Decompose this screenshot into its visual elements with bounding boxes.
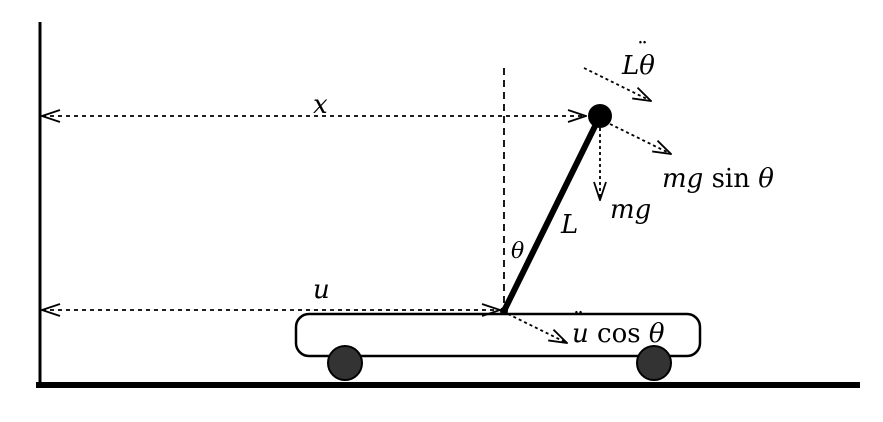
l-theta-ddot-dots: ¨	[637, 39, 648, 64]
left-wheel	[327, 345, 363, 381]
x-label: x	[313, 90, 328, 120]
u-ddot-theta: θ	[641, 319, 665, 349]
theta-label: θ	[511, 239, 524, 264]
l-theta-ddot-arrow	[583, 67, 651, 101]
mg-sin-theta-label: mg sin θ	[662, 164, 774, 194]
u-ddot-func: cos	[589, 319, 641, 349]
l-theta-ddot-theta: θ	[639, 51, 655, 81]
mg-sin-theta-arrow	[609, 123, 671, 154]
mg-sin-theta-var: θ	[750, 164, 774, 194]
u-ddot-dots: ¨	[573, 309, 584, 334]
mg-sin-theta-prefix: mg	[662, 164, 703, 194]
mg-sin-theta-func: sin	[703, 164, 750, 194]
u-ddot-var: u	[572, 319, 589, 349]
mg-label: mg	[610, 195, 651, 225]
l-theta-ddot-label: Lθ	[621, 51, 655, 81]
l-theta-ddot-l: L	[621, 51, 639, 81]
pivot-point	[500, 307, 508, 315]
right-wheel	[636, 345, 672, 381]
u-ddot-cos-theta-label: u cos θ	[572, 319, 665, 349]
rod-length-label: L	[560, 210, 578, 240]
pendulum-rod	[501, 114, 603, 313]
u-label: u	[313, 275, 330, 305]
u-ddot-cos-theta-arrow	[507, 313, 567, 343]
pendulum-bob	[588, 104, 612, 128]
